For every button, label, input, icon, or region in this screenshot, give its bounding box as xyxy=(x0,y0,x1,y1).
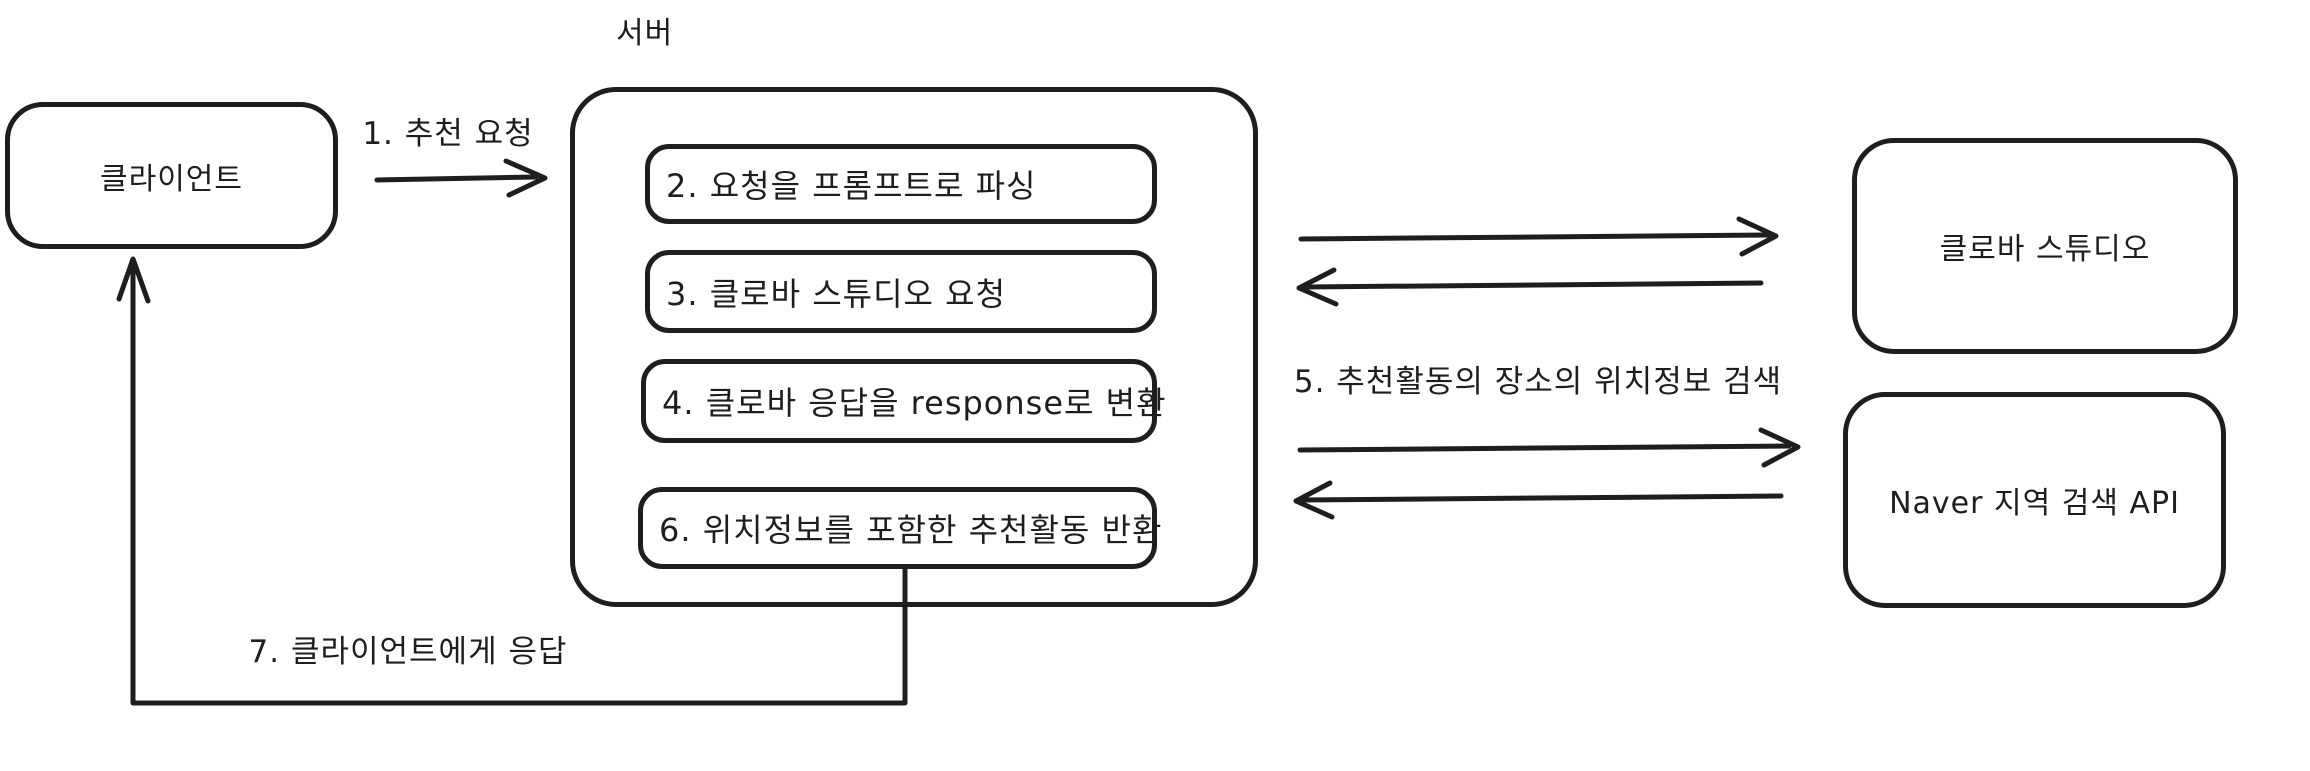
arrow-naver-to-server xyxy=(1293,480,1784,520)
server-step-convert-response: 4. 클로바 응답을 response로 변환 xyxy=(641,359,1166,443)
client-node-label: 클라이언트 xyxy=(100,161,243,197)
edge-label-request: 1. 추천 요청 xyxy=(362,116,534,152)
arrow-server-to-naver xyxy=(1297,427,1801,468)
server-step-label: 2. 요청을 프롬프트로 파싱 xyxy=(666,167,1037,205)
server-step-label: 4. 클로바 응답을 response로 변환 xyxy=(662,384,1167,422)
server-step-return-activities: 6. 위치정보를 포함한 추천활동 반환 xyxy=(638,487,1161,569)
server-step-parse-prompt: 2. 요청을 프롬프트로 파싱 xyxy=(645,144,1157,224)
server-step-label: 3. 클로바 스튜디오 요청 xyxy=(666,274,1007,313)
arrow-server-to-clova xyxy=(1298,216,1779,257)
clova-studio-node: 클로바 스튜디오 xyxy=(1852,138,2238,354)
edge-label-location-search: 5. 추천활동의 장소의 위치정보 검색 xyxy=(1293,364,1783,400)
server-step-label: 6. 위치정보를 포함한 추천활동 반환 xyxy=(659,511,1163,549)
naver-api-node: Naver 지역 검색 API xyxy=(1843,392,2226,608)
clova-studio-node-label: 클로바 스튜디오 xyxy=(1939,232,2151,267)
arrow-client-to-server xyxy=(374,158,548,198)
client-node: 클라이언트 xyxy=(5,102,338,249)
server-step-clova-request: 3. 클로바 스튜디오 요청 xyxy=(645,250,1157,333)
server-frame xyxy=(570,87,1258,607)
arrow-clova-to-server xyxy=(1296,267,1764,307)
server-frame-title: 서버 xyxy=(616,16,674,51)
edge-label-response: 7. 클라이언트에게 응답 xyxy=(248,634,568,670)
naver-api-node-label: Naver 지역 검색 API xyxy=(1889,486,2180,521)
